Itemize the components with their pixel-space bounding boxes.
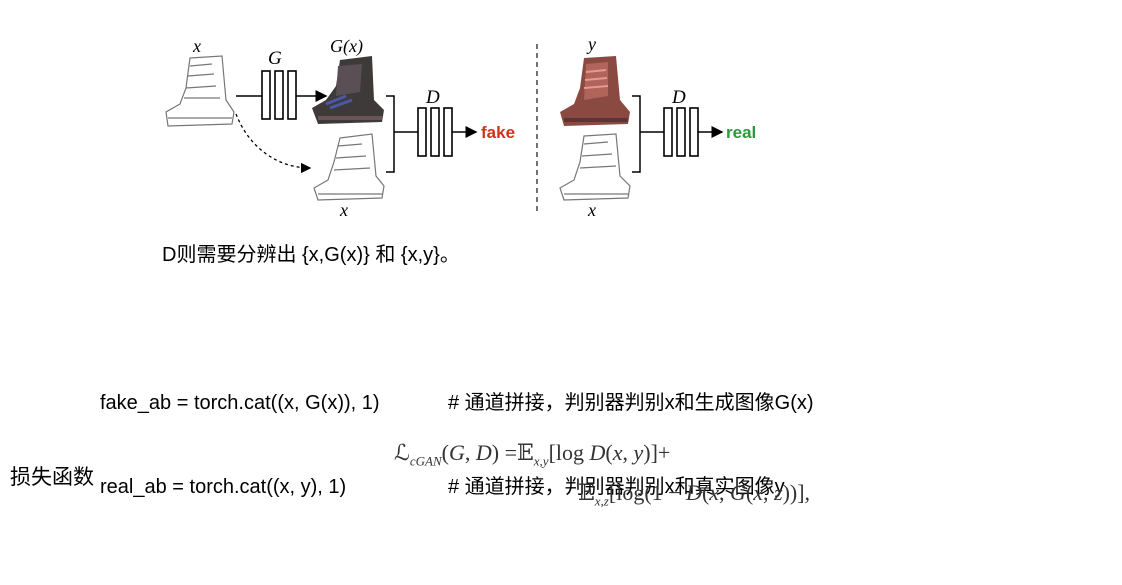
discriminator-block-right [664, 108, 698, 156]
real-y-label: y [586, 34, 596, 54]
code-line-real: real_ab = torch.cat((x, y), 1) # 通道拼接，判别… [100, 473, 122, 501]
real-verdict-label: real [726, 123, 756, 142]
condition-sketch-boot-right [560, 134, 630, 200]
diagram-caption: D则需要分辨出 {x,G(x)} 和 {x,y}。 [162, 238, 460, 267]
real-boot-image [560, 56, 630, 126]
code-snippet: fake_ab = torch.cat((x, G(x)), 1) # 通道拼接… [100, 333, 122, 529]
code-statement: fake_ab = torch.cat((x, G(x)), 1) [100, 389, 380, 417]
generator-label: G [268, 48, 282, 69]
condition-x-label-left: x [339, 200, 348, 220]
discriminator-label-left: D [425, 87, 440, 108]
loss-formula-line-1: ℒcGAN(G, D) =𝔼x,y[log D(x, y)]+ [394, 440, 670, 469]
discriminator-block-left [418, 108, 452, 156]
fake-verdict-label: fake [481, 123, 515, 142]
cgan-diagram: x G G(x) x D fake [0, 0, 800, 230]
generated-output-label: G(x) [330, 36, 363, 57]
input-sketch-boot [166, 56, 234, 126]
code-statement: real_ab = torch.cat((x, y), 1) [100, 473, 346, 501]
input-x-label: x [192, 36, 201, 56]
pair-bracket-right [632, 96, 640, 172]
code-comment: # 通道拼接，判别器判别x和生成图像G(x) [448, 389, 814, 417]
discriminator-label-right: D [671, 87, 686, 108]
condition-dashed-arrow [236, 114, 310, 168]
condition-sketch-boot [314, 134, 384, 200]
condition-x-label-right: x [587, 200, 596, 220]
loss-function-label: 损失函数 [10, 461, 94, 491]
pair-bracket-left [386, 96, 394, 172]
generator-block [262, 71, 296, 119]
loss-formula-line-2: 𝔼x,z[log(1 − D(x, G(x, z))], [578, 480, 810, 509]
code-line-fake: fake_ab = torch.cat((x, G(x)), 1) # 通道拼接… [100, 389, 122, 417]
generated-boot-image [312, 56, 384, 124]
